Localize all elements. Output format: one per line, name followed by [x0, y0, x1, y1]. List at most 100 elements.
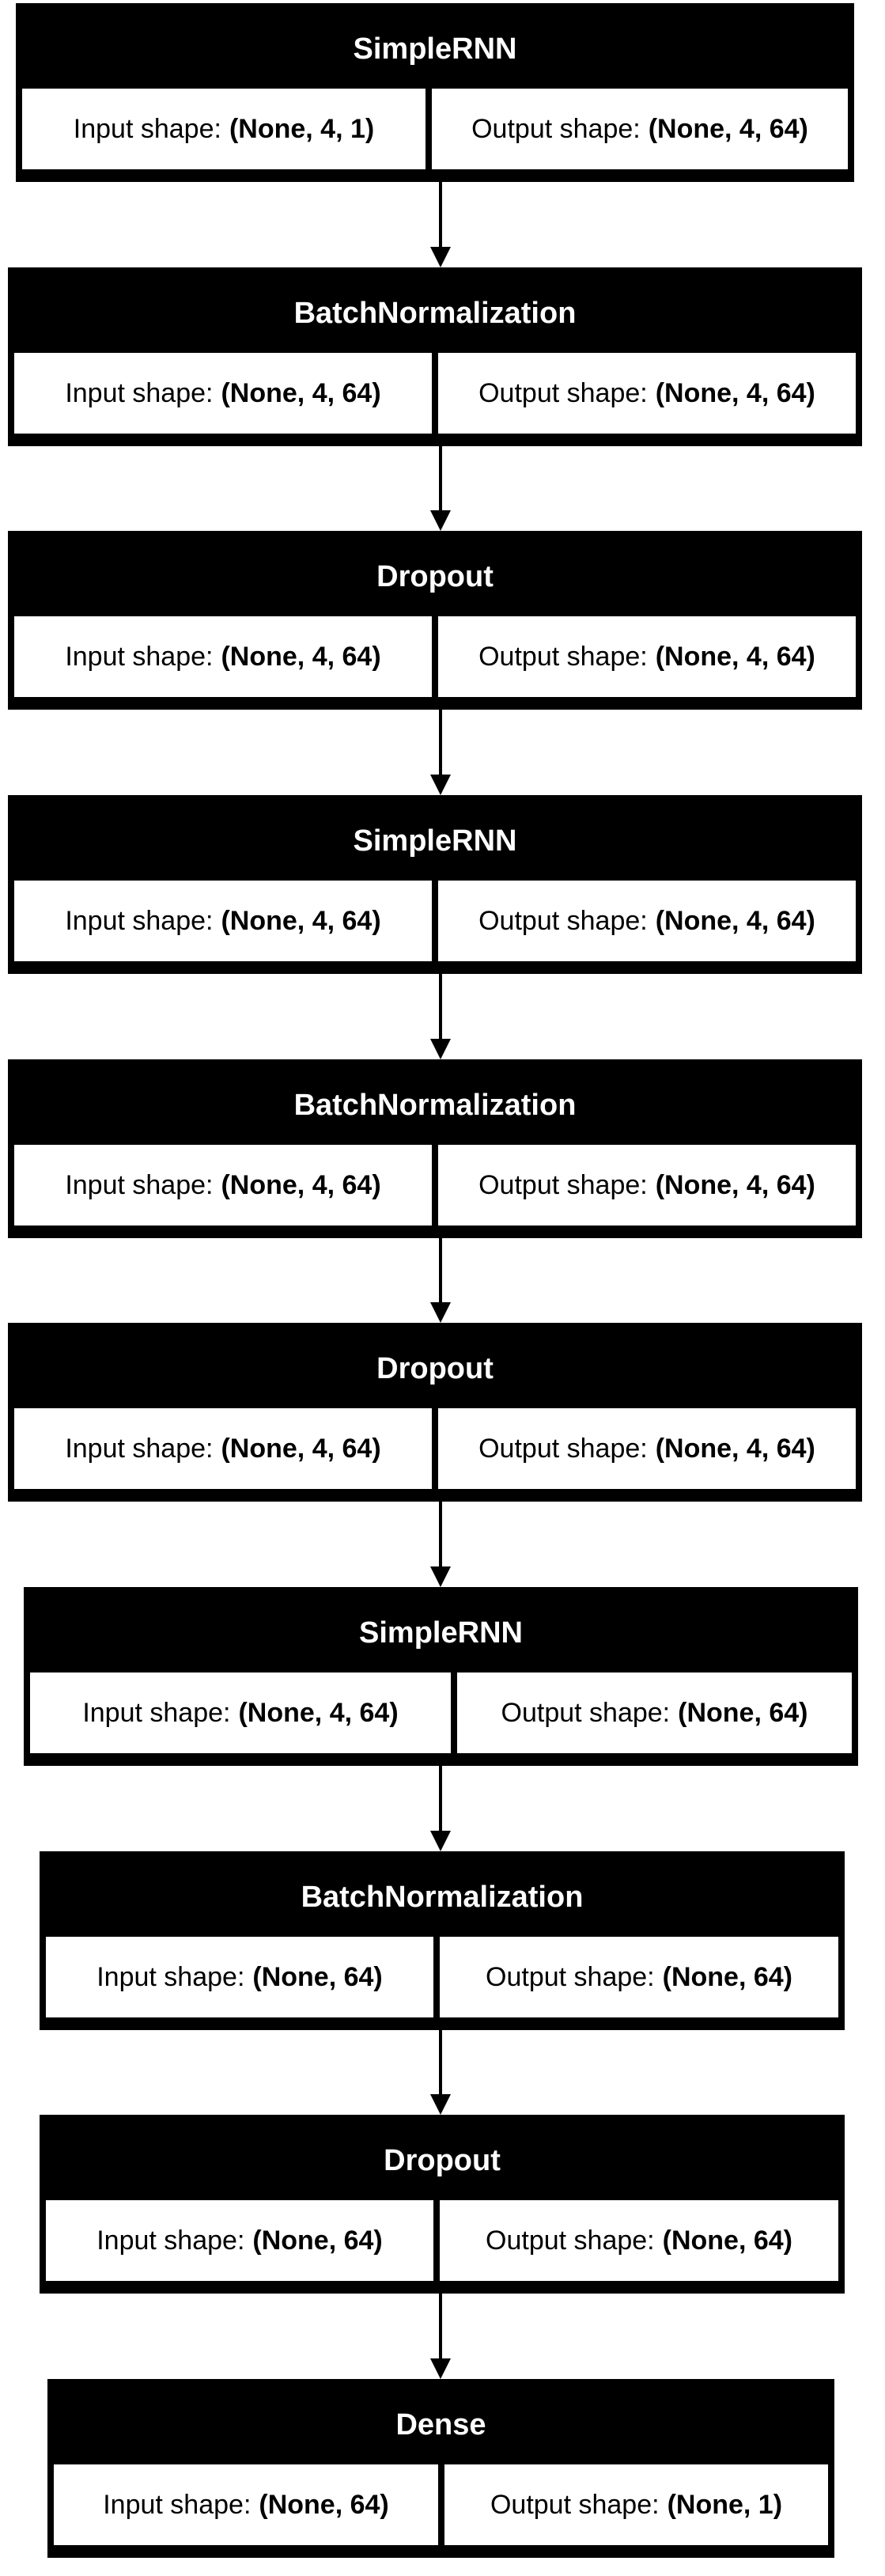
layer-name: Dropout — [376, 1351, 494, 1385]
connector-line — [439, 446, 442, 512]
connector-line — [439, 182, 442, 248]
output-shape-label: Output shape: — [478, 1169, 648, 1200]
output-shape-label: Output shape: — [471, 113, 641, 144]
output-shape-label: Output shape: — [478, 905, 648, 936]
input-shape-label: Input shape: — [103, 2489, 252, 2520]
layer-name: BatchNormalization — [301, 1880, 584, 1914]
output-shape-value: (None, 64) — [662, 2225, 792, 2256]
connector-line — [439, 710, 442, 776]
arrow-down-icon — [430, 1831, 451, 1851]
layer-name: SimpleRNN — [353, 824, 517, 858]
input-shape-value: (None, 4, 64) — [221, 905, 381, 936]
output-shape-value: (None, 4, 64) — [655, 641, 815, 672]
connector-line — [439, 1238, 442, 1304]
shape-row: Input shape:(None, 64)Output shape:(None… — [46, 2200, 838, 2281]
arrow-down-icon — [430, 2094, 451, 2115]
input-shape-cell: Input shape:(None, 64) — [46, 1937, 433, 2017]
input-shape-label: Input shape: — [82, 1697, 231, 1728]
input-shape-cell: Input shape:(None, 64) — [46, 2200, 433, 2281]
input-shape-label: Input shape: — [96, 1961, 245, 1992]
arrow-down-icon — [430, 1302, 451, 1323]
output-shape-cell: Output shape:(None, 4, 64) — [438, 1145, 856, 1225]
shape-row: Input shape:(None, 4, 64)Output shape:(N… — [14, 1145, 856, 1225]
output-shape-value: (None, 64) — [662, 1961, 792, 1992]
connector-line — [439, 2294, 442, 2360]
input-shape-cell: Input shape:(None, 64) — [54, 2464, 438, 2545]
shape-row: Input shape: (None, 4, 1) Output shape:(No… — [22, 89, 848, 169]
shape-row: Input shape:(None, 4, 64)Output shape:(N… — [14, 1408, 856, 1489]
output-shape-cell: Output shape:(None, 4, 64) — [432, 89, 848, 169]
arrow-down-icon — [430, 510, 451, 531]
arrow-down-icon — [430, 1039, 451, 1059]
output-shape-cell: Output shape:(None, 64) — [457, 1673, 852, 1753]
connector-line — [439, 2030, 442, 2096]
output-shape-value: (None, 4, 64) — [648, 113, 808, 144]
layer-name: BatchNormalization — [293, 1088, 577, 1122]
output-shape-label: Output shape: — [490, 2489, 660, 2520]
input-shape-value: (None, 4, 64) — [221, 377, 381, 408]
input-shape-value: (None, 4, 64) — [221, 641, 381, 672]
output-shape-value: (None, 64) — [678, 1697, 808, 1728]
input-shape-cell: Input shape:(None, 4, 64) — [14, 1145, 432, 1225]
input-shape-label: Input shape: — [65, 641, 214, 672]
connector-line — [439, 974, 442, 1040]
input-shape-label: Input shape: — [73, 113, 221, 144]
input-shape-label: Input shape: — [65, 905, 214, 936]
output-shape-label: Output shape: — [486, 2225, 655, 2256]
output-shape-cell: Output shape:(None, 1) — [444, 2464, 828, 2545]
layer-name: Dropout — [376, 559, 494, 593]
layer-name: Dropout — [384, 2143, 501, 2177]
arrow-down-icon — [430, 1566, 451, 1587]
input-shape-cell: Input shape:(None, 4, 64) — [14, 1408, 432, 1489]
input-shape-cell: Input shape:(None, 4, 64) — [14, 353, 432, 434]
arrow-down-icon — [430, 247, 451, 267]
arrow-down-icon — [430, 775, 451, 795]
output-shape-cell: Output shape:(None, 4, 64) — [438, 353, 856, 434]
input-shape-label: Input shape: — [65, 1169, 214, 1200]
output-shape-value: (None, 4, 64) — [655, 377, 815, 408]
output-shape-cell: Output shape:(None, 64) — [440, 1937, 838, 2017]
output-shape-cell: Output shape:(None, 64) — [440, 2200, 838, 2281]
input-shape-value: (None, 64) — [252, 1961, 383, 1992]
input-shape-cell: Input shape:(None, 4, 64) — [14, 881, 432, 961]
input-shape-value: (None, 64) — [252, 2225, 383, 2256]
output-shape-label: Output shape: — [478, 1433, 648, 1464]
output-shape-cell: Output shape:(None, 4, 64) — [438, 881, 856, 961]
input-shape-cell: Input shape:(None, 4, 64) — [14, 616, 432, 697]
input-shape-value: (None, 4, 64) — [221, 1433, 381, 1464]
input-shape-value: (None, 4, 1) — [229, 113, 375, 144]
layer-node: SimpleRNN Input shape:(None, 4, 64) Output… — [24, 1587, 858, 1766]
output-shape-label: Output shape: — [478, 641, 648, 672]
shape-row: Input shape:(None, 4, 64)Output shape:(N… — [14, 616, 856, 697]
output-shape-value: (None, 4, 64) — [655, 905, 815, 936]
output-shape-value: (None, 1) — [667, 2489, 783, 2520]
connector-line — [439, 1502, 442, 1568]
layer-name: BatchNormalization — [293, 296, 577, 330]
layer-name: Dense — [395, 2407, 486, 2442]
input-shape-label: Input shape: — [65, 1433, 214, 1464]
output-shape-label: Output shape: — [486, 1961, 655, 1992]
input-shape-label: Input shape: — [65, 377, 214, 408]
shape-row: Input shape:(None, 4, 64) Output shape:(N… — [30, 1673, 852, 1753]
output-shape-label: Output shape: — [501, 1697, 671, 1728]
input-shape-value: (None, 4, 64) — [221, 1169, 381, 1200]
shape-row: Input shape:(None, 4, 64)Output shape:(N… — [14, 353, 856, 434]
shape-row: Input shape:(None, 64)Output shape:(None… — [46, 1937, 838, 2017]
output-shape-cell: Output shape:(None, 4, 64) — [438, 1408, 856, 1489]
arrow-down-icon — [430, 2358, 451, 2379]
input-shape-cell: Input shape: (None, 4, 1) — [22, 89, 425, 169]
input-shape-label: Input shape: — [96, 2225, 245, 2256]
shape-row: Input shape:(None, 4, 64)Output shape:(N… — [14, 881, 856, 961]
input-shape-value: (None, 64) — [259, 2489, 389, 2520]
layer-name: SimpleRNN — [359, 1616, 523, 1650]
output-shape-value: (None, 4, 64) — [655, 1433, 815, 1464]
input-shape-value: (None, 4, 64) — [238, 1697, 399, 1728]
